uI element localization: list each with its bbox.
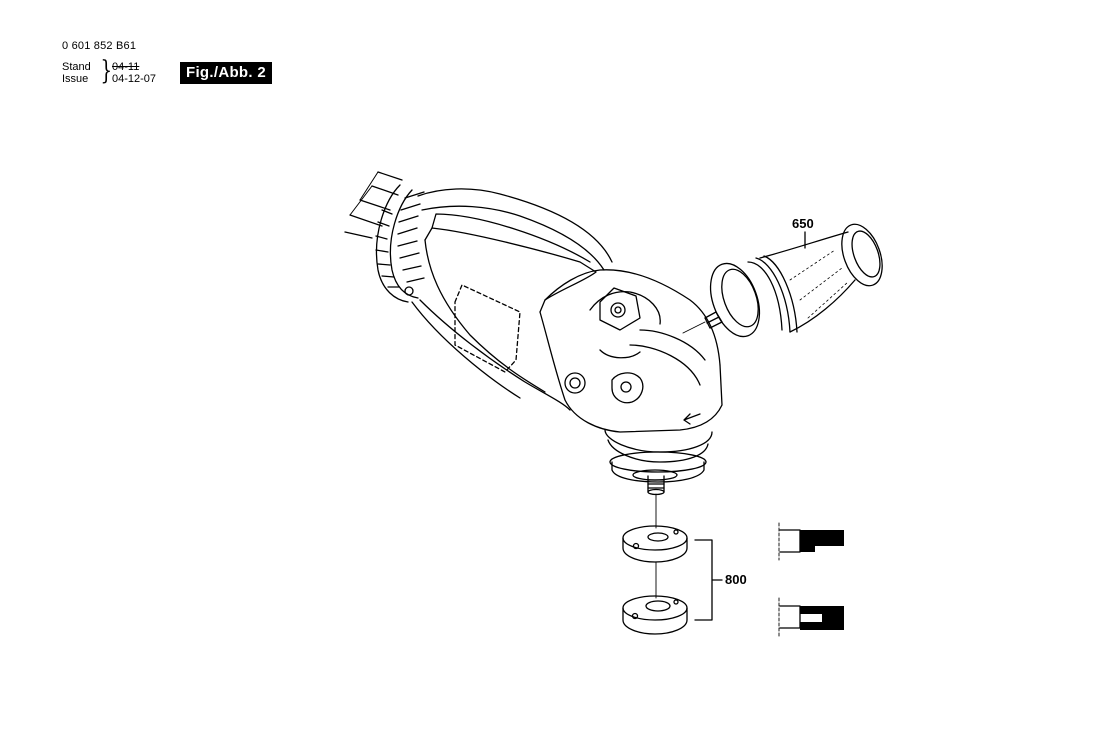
figure-label: Fig./Abb. 2 bbox=[180, 62, 272, 84]
document-header: 0 601 852 B61 Stand Issue } 04-11 04-12-… bbox=[62, 40, 362, 90]
brace-symbol: } bbox=[100, 56, 113, 86]
part-number: 0 601 852 B61 bbox=[62, 40, 137, 52]
callout-650: 650 bbox=[792, 216, 814, 231]
flange-set-part-800 bbox=[622, 493, 723, 635]
issue-label: Issue bbox=[62, 73, 89, 85]
flange-section-lower bbox=[800, 606, 844, 630]
issue-date: 04-12-07 bbox=[112, 73, 157, 85]
stand-date-struck: 04-11 bbox=[112, 61, 140, 73]
angle-grinder-body bbox=[344, 171, 723, 496]
side-handle-part-650 bbox=[682, 223, 883, 338]
callout-800: 800 bbox=[725, 572, 747, 587]
flange-section-upper bbox=[800, 530, 844, 552]
stand-label: Stand bbox=[62, 61, 91, 73]
